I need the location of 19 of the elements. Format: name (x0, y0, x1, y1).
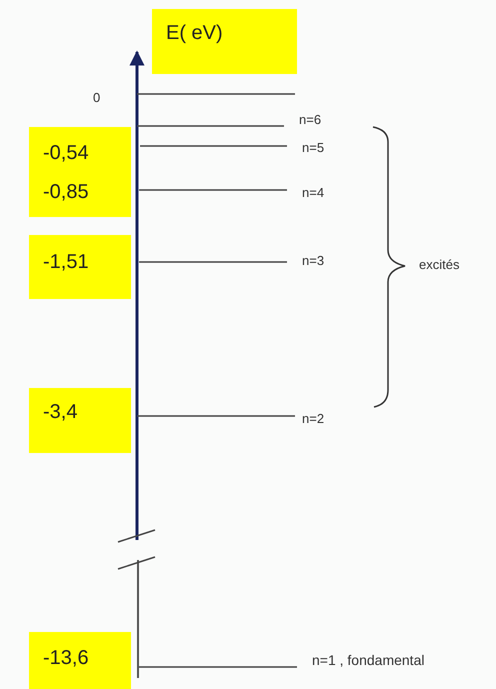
value-highlight (29, 388, 131, 453)
value-highlight (29, 127, 131, 217)
value-highlight (29, 235, 131, 299)
level-label: n=6 (299, 113, 322, 126)
level-label: 0 (93, 91, 100, 104)
energy-value: -13,6 (43, 646, 90, 670)
axis-title: E( eV) (166, 21, 224, 45)
level-label: n=1 , fondamental (312, 653, 424, 667)
level-label: n=5 (302, 141, 324, 154)
level-label: n=2 (302, 412, 324, 425)
energy-value: -0,85 (43, 180, 90, 204)
value-highlight (29, 632, 131, 689)
level-label: n=3 (302, 254, 324, 267)
level-label: excités (419, 258, 460, 271)
energy-value: -3,4 (43, 400, 78, 424)
energy-value: -0,54 (43, 140, 90, 164)
energy-value: -1,51 (43, 250, 90, 274)
value-highlight (152, 9, 297, 74)
level-label: n=4 (302, 186, 324, 199)
